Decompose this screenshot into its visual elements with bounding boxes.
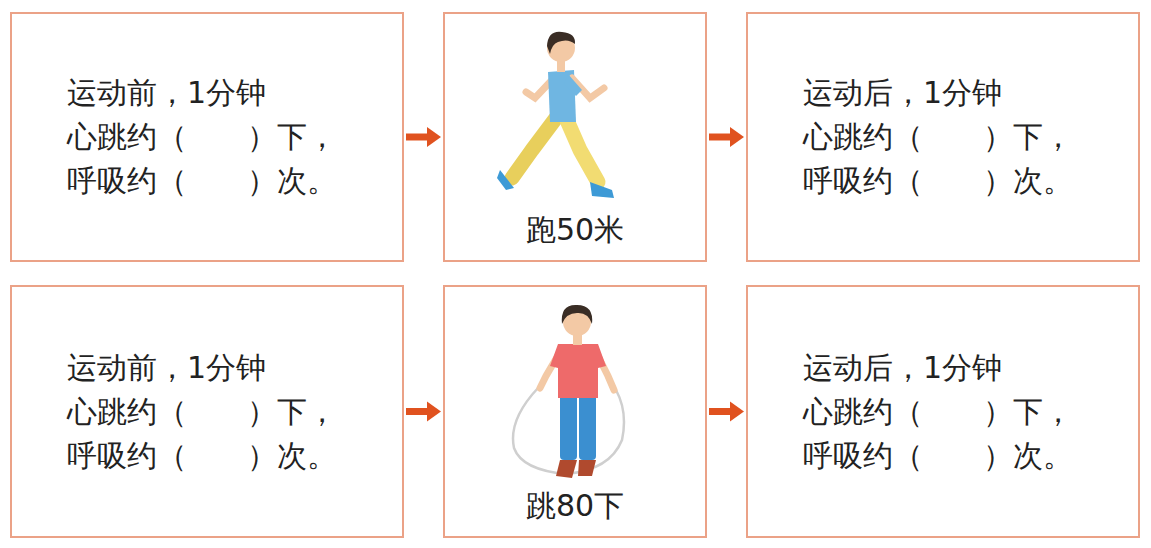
record-box: 运动后，1分钟 心跳约（ ）下， 呼吸约（ ）次。 xyxy=(746,285,1140,538)
record-text: 运动后，1分钟 心跳约（ ）下， 呼吸约（ ）次。 xyxy=(803,346,1073,478)
record-box: 运动前，1分钟 心跳约（ ）下， 呼吸约（ ）次。 xyxy=(10,12,404,262)
activity-box: 跑50米 xyxy=(443,12,707,262)
flow-arrow xyxy=(406,127,441,147)
flow-arrow xyxy=(406,402,441,422)
text-line: 心跳约（ ）下， xyxy=(67,115,337,159)
text-line: 运动前，1分钟 xyxy=(67,346,337,390)
record-box: 运动后，1分钟 心跳约（ ）下， 呼吸约（ ）次。 xyxy=(746,12,1140,262)
text-line: 呼吸约（ ）次。 xyxy=(803,434,1073,478)
flow-arrow xyxy=(709,127,744,147)
text-line: 呼吸约（ ）次。 xyxy=(803,159,1073,203)
text-line: 心跳约（ ）下， xyxy=(67,390,337,434)
text-line: 运动后，1分钟 xyxy=(803,346,1073,390)
text-line: 运动前，1分钟 xyxy=(67,71,337,115)
record-text: 运动前，1分钟 心跳约（ ）下， 呼吸约（ ）次。 xyxy=(67,346,337,478)
activity-box: 跳80下 xyxy=(443,285,707,538)
text-line: 呼吸约（ ）次。 xyxy=(67,159,337,203)
flow-arrow xyxy=(709,402,744,422)
text-line: 呼吸约（ ）次。 xyxy=(67,434,337,478)
activity-label: 跳80下 xyxy=(522,486,628,526)
text-line: 运动后，1分钟 xyxy=(803,71,1073,115)
text-line: 心跳约（ ）下， xyxy=(803,115,1073,159)
activity-label: 跑50米 xyxy=(522,210,628,250)
record-text: 运动前，1分钟 心跳约（ ）下， 呼吸约（ ）次。 xyxy=(67,71,337,203)
record-box: 运动前，1分钟 心跳约（ ）下， 呼吸约（ ）次。 xyxy=(10,285,404,538)
text-line: 心跳约（ ）下， xyxy=(803,390,1073,434)
record-text: 运动后，1分钟 心跳约（ ）下， 呼吸约（ ）次。 xyxy=(803,71,1073,203)
